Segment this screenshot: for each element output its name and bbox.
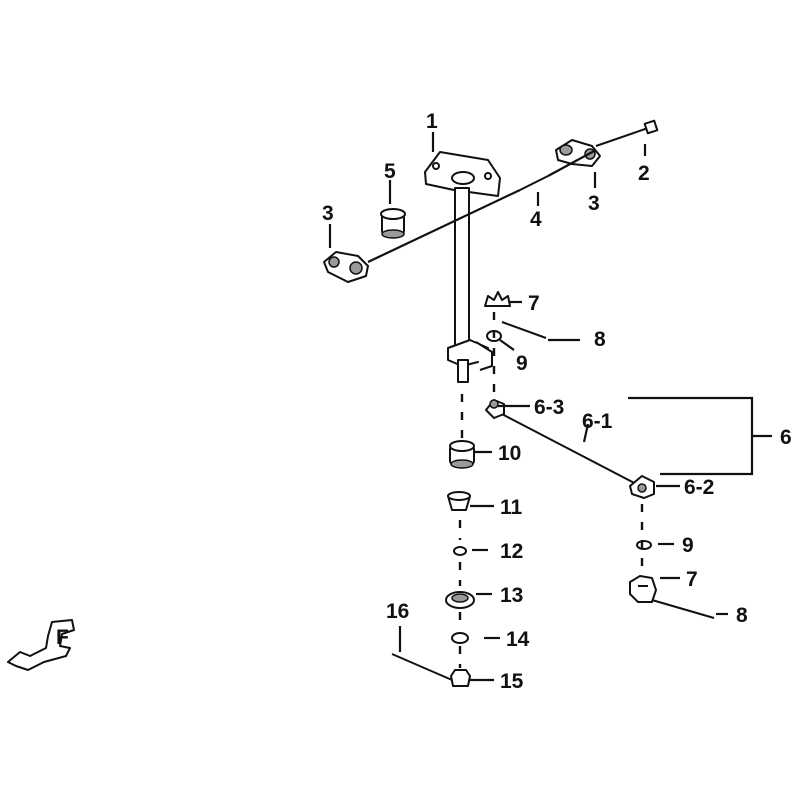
callout-8-upper: 8 [594,328,606,351]
callout-5: 5 [384,160,396,183]
front-direction-marker: F [7,619,75,671]
callout-13: 13 [500,584,523,607]
seal-13 [445,591,475,609]
callout-6: 6 [780,426,792,449]
callout-16: 16 [386,600,409,623]
holder-axis-line [367,189,521,263]
holder-3-right [555,139,601,167]
castle-nut-7-lower [629,575,657,603]
pin-4 [519,175,549,191]
bolt-2 [595,119,659,147]
nut-15 [450,669,471,687]
callout-7-upper: 7 [528,292,540,315]
washer-14 [451,632,469,644]
callout-8-lower: 8 [736,604,748,627]
tie-rod-assembly [485,399,655,499]
callout-3-right: 3 [588,192,600,215]
callout-6-1: 6-1 [582,410,613,433]
cotter-pin-8-lower [651,599,715,619]
callout-10: 10 [498,442,521,465]
bushing-11 [447,491,471,511]
front-marker-letter: F [56,626,69,649]
callout-6-3: 6-3 [534,396,564,419]
castle-nut-7-upper [484,291,511,307]
callout-1: 1 [426,110,438,133]
steering-column [424,151,501,383]
callout-4: 4 [530,208,542,231]
o-ring-12 [453,546,467,556]
leader-lines [328,132,728,682]
callout-11: 11 [500,496,523,519]
callout-15: 15 [500,670,524,693]
callout-7-lower: 7 [686,568,698,591]
cotter-pin-16 [391,653,453,681]
callout-9-upper: 9 [516,352,528,375]
callout-labels: 1 2 3 3 4 5 6 6-1 6-2 6-3 7 7 8 8 9 9 10… [322,110,792,693]
callout-6-2: 6-2 [684,476,714,499]
callout-12: 12 [500,540,523,563]
callout-3-left: 3 [322,202,334,225]
callout-9-lower: 9 [682,534,694,557]
callout-14: 14 [506,628,530,651]
bearing-10 [449,440,475,469]
assembly-6-bracket [628,396,754,476]
holder-axis-line-2 [547,149,597,177]
callout-2: 2 [638,162,650,185]
holder-3-left [323,251,369,283]
cotter-pin-8-upper [501,321,547,339]
bushing-5 [380,208,406,239]
washer-9-lower [636,540,652,550]
